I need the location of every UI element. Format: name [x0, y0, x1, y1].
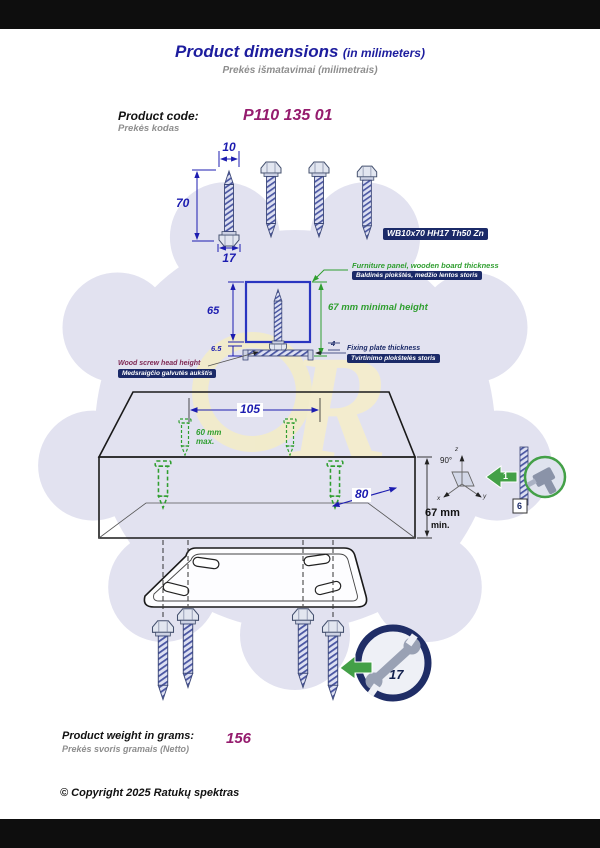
furniture-panel-label-en: Furniture panel, wooden board thickness	[352, 261, 499, 270]
product-code-value: P110 135 01	[243, 107, 333, 124]
wood-screw-icon	[176, 608, 200, 689]
page-subtitle: Prekės išmatavimai (milimetrais)	[222, 65, 378, 76]
product-code-label: Product code:	[118, 109, 199, 123]
screw-count-label: 6	[517, 501, 523, 511]
weight-value: 156	[226, 730, 252, 747]
step-number-label: 1	[503, 471, 509, 481]
screw-depth-value: 60 mm	[196, 428, 222, 437]
dim-box-height-note: min.	[431, 520, 450, 530]
plate-slot	[162, 581, 190, 597]
axis-x-label: x	[437, 495, 441, 502]
furniture-panel-label-lt: Baldinės plokštės, medžio lentos storis	[352, 271, 482, 281]
screw-depth-note: max.	[196, 437, 215, 447]
angle-label: 90°	[440, 456, 453, 465]
screw-head-label-en: Wood screw head height	[118, 360, 201, 367]
screw-spec-badge: WB10x70 HH17 Th50 Zn	[383, 228, 488, 240]
screw-dimension-lines	[192, 151, 241, 252]
copyright-text: © Copyright 2025 Ratukų spektras	[60, 787, 240, 799]
dim-screw-diameter: 10	[222, 140, 236, 154]
bottom-black-bar	[0, 819, 600, 848]
dim-screw-head: 17	[222, 251, 236, 265]
dim-panel-depth: 65	[207, 305, 220, 317]
wood-screw-icon	[151, 620, 175, 701]
dim-box-depth: 80	[352, 487, 372, 502]
fixing-plate-diagram	[143, 547, 368, 608]
weight-label: Product weight in grams:	[62, 730, 195, 742]
dim-head-height: 6.5	[211, 344, 222, 353]
plate-slot	[314, 580, 342, 596]
min-height-label: 67 mm minimal height	[328, 302, 428, 313]
product-code-label-lt: Prekės kodas	[118, 123, 180, 134]
axis-z-label: z	[455, 446, 459, 453]
fixing-plate-label-lt: Tvirtinimo plokštelės storis	[347, 354, 440, 364]
step-arrow-icon	[485, 465, 518, 489]
assembly-guide-lines	[162, 540, 334, 618]
dim-box-height: 67 mm	[425, 507, 460, 519]
dim-screw-length: 70	[176, 196, 190, 210]
page-title: Product dimensions	[175, 42, 339, 61]
axis-indicator-icon	[443, 455, 482, 498]
dim-plate-thickness: 4	[331, 339, 336, 348]
plate-slot	[303, 553, 331, 567]
page-title-note: (in milimeters)	[342, 46, 425, 60]
box-3d-diagram	[97, 391, 417, 539]
wrench-size-label: 17	[389, 667, 404, 682]
title-row: Product dimensions (in milimeters)	[0, 42, 600, 62]
cross-section-diagram	[207, 269, 348, 367]
drill-icon	[523, 455, 567, 499]
wrench-arrow-icon	[339, 654, 373, 680]
top-black-bar	[0, 0, 600, 29]
screw-head-label-lt: Medsraigčio galvutės aukštis	[118, 369, 217, 379]
dim-box-width: 105	[237, 402, 264, 417]
axis-y-label: y	[483, 493, 487, 500]
weight-label-lt: Prekės svoris gramais (Netto)	[62, 744, 190, 754]
fixing-plate-label-en: Fixing plate thickness	[347, 345, 421, 352]
screw-count-box	[512, 498, 528, 514]
plate-slot	[192, 556, 220, 570]
